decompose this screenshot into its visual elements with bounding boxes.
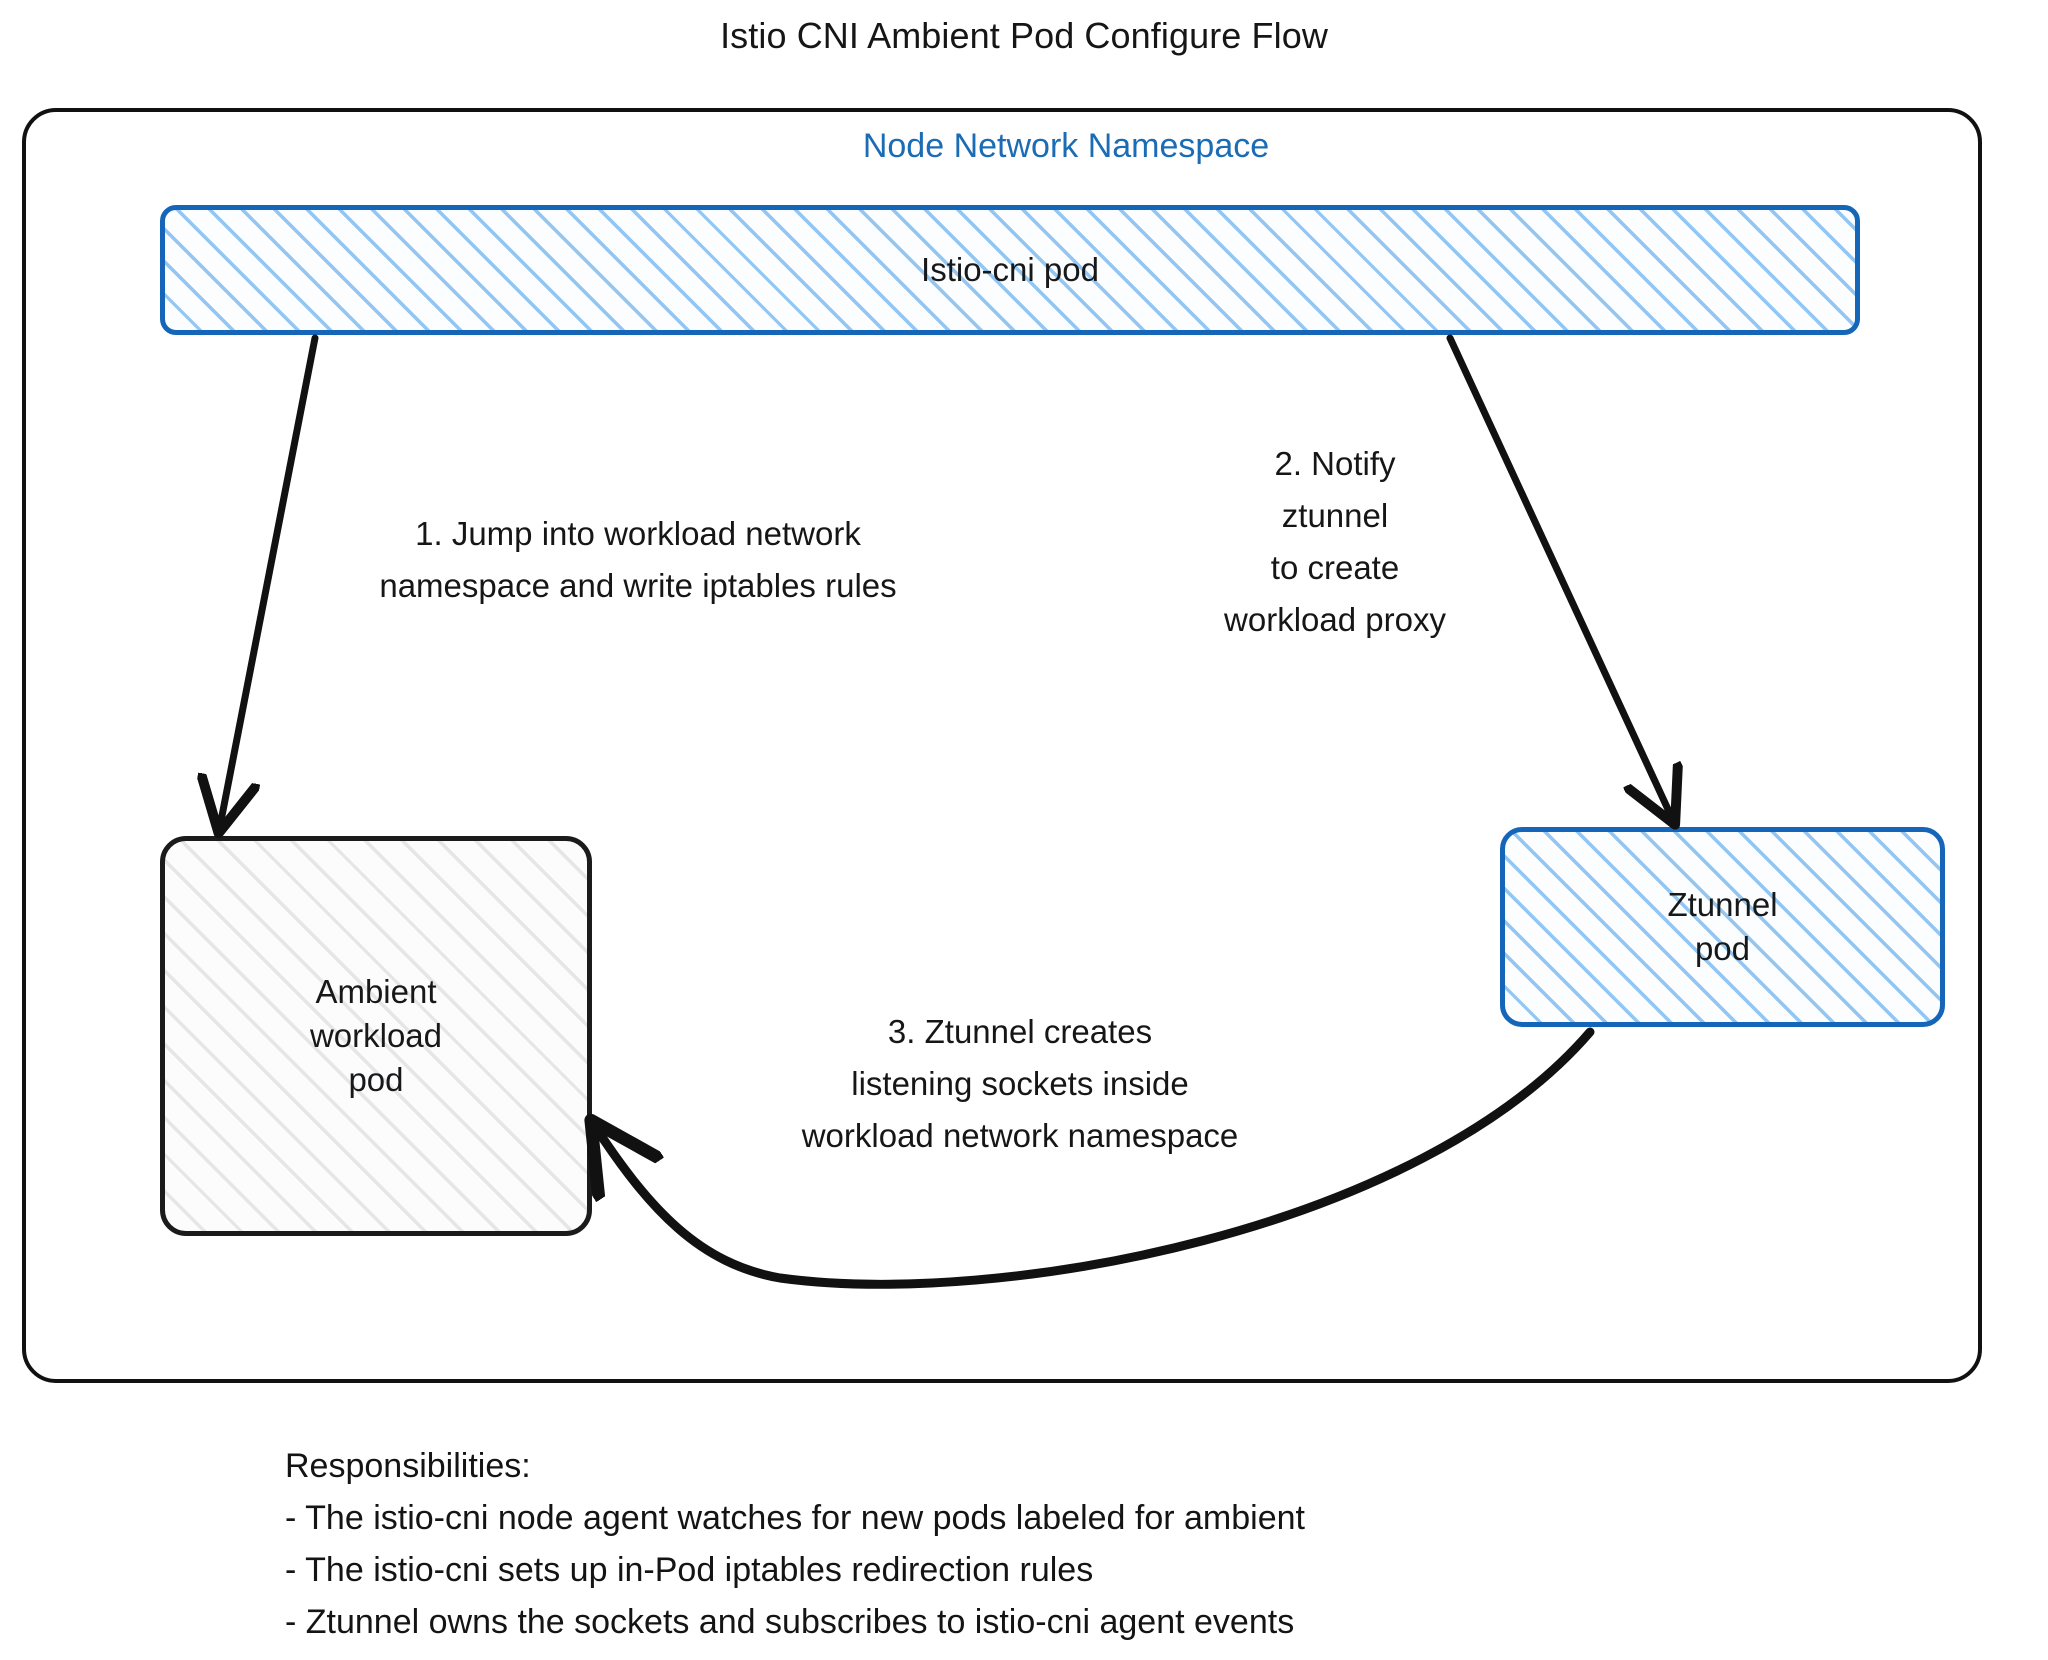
pod-ambient-workload-label: Ambient workload pod [309,973,443,1098]
responsibilities-block: Responsibilities: - The istio-cni node a… [285,1440,1305,1648]
edge-label-step-2: 2. Notify ztunnel to create workload pro… [1224,445,1446,638]
node-network-namespace-container [22,108,1982,1383]
pod-ztunnel-label: Ztunnel pod [1667,886,1778,967]
node-network-namespace-title: Node Network Namespace [0,126,2048,166]
responsibilities-item-1: - The istio-cni node agent watches for n… [285,1499,1305,1537]
edge-label-step-1: 1. Jump into workload network namespace … [379,515,897,604]
responsibilities-item-3: - Ztunnel owns the sockets and subscribe… [285,1603,1295,1641]
node-network-namespace-label: Node Network Namespace [862,127,1270,165]
edge-label-step-3: 3. Ztunnel creates listening sockets ins… [801,1013,1239,1154]
page-title: Istio CNI Ambient Pod Configure Flow [720,15,1328,56]
pod-ztunnel[interactable]: Ztunnel pod [1500,827,1945,1027]
pod-istio-cni[interactable]: Istio-cni pod [160,205,1860,335]
pod-istio-cni-label: Istio-cni pod [921,251,1099,288]
pod-ambient-workload[interactable]: Ambient workload pod [160,836,592,1236]
responsibilities-item-2: - The istio-cni sets up in-Pod iptables … [285,1551,1094,1589]
responsibilities-heading: Responsibilities: [285,1447,531,1485]
